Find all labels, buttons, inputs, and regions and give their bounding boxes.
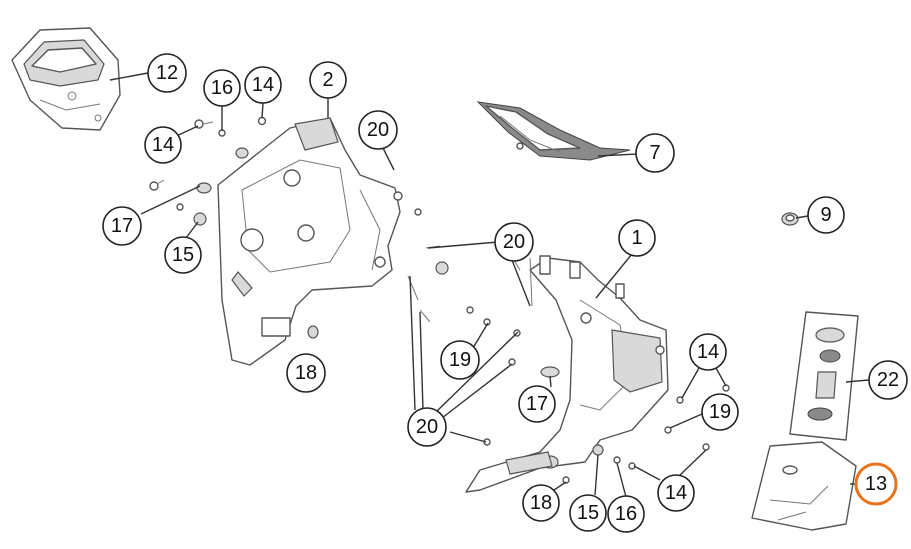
callout-19: 19 — [440, 340, 480, 380]
part-13-lock-housing — [751, 441, 857, 531]
callout-17: 17 — [102, 206, 142, 246]
callout-13-highlighted: 13 — [854, 462, 898, 506]
callout-19: 19 — [701, 393, 739, 431]
callout-label: 12 — [156, 62, 178, 84]
hardware-fasteners — [149, 116, 730, 484]
leader-lines — [109, 72, 870, 498]
callout-16: 16 — [203, 69, 241, 107]
callout-15: 15 — [164, 236, 202, 274]
callout-label: 9 — [820, 204, 831, 226]
part-7-bracket — [476, 101, 631, 161]
callout-15: 15 — [569, 494, 607, 532]
callout-label: 20 — [503, 231, 525, 253]
callout-14: 14 — [244, 66, 282, 104]
callout-label: 17 — [526, 393, 548, 415]
callout-label: 2 — [322, 69, 333, 91]
callout-16: 16 — [607, 495, 645, 533]
part-22-lock-kit — [789, 311, 859, 441]
callout-label: 16 — [211, 77, 233, 99]
callout-label: 19 — [709, 401, 731, 423]
callout-1: 1 — [618, 219, 656, 257]
callout-label: 15 — [577, 502, 599, 524]
part-2-headlight-bracket — [217, 117, 422, 366]
callout-label: 14 — [665, 482, 687, 504]
callout-label: 22 — [877, 369, 899, 391]
callout-20: 20 — [494, 222, 534, 262]
callout-label: 1 — [631, 227, 642, 249]
callout-20: 20 — [358, 110, 398, 150]
callout-12: 12 — [147, 53, 187, 93]
callout-label: 14 — [152, 134, 174, 156]
callout-14: 14 — [689, 333, 727, 371]
callout-7: 7 — [635, 133, 675, 173]
part-9-nut — [781, 212, 799, 226]
callout-label: 16 — [615, 503, 637, 525]
callout-label: 13 — [865, 473, 887, 495]
callout-9: 9 — [807, 196, 845, 234]
callout-label: 18 — [530, 492, 552, 514]
callout-label: 14 — [697, 341, 719, 363]
callout-14: 14 — [144, 126, 182, 164]
callout-17: 17 — [518, 385, 556, 423]
part-1-cockpit-panel — [465, 255, 669, 493]
callout-2: 2 — [309, 61, 347, 99]
callout-22: 22 — [868, 360, 908, 400]
callout-label: 14 — [252, 74, 274, 96]
callout-label: 19 — [449, 349, 471, 371]
callout-18: 18 — [286, 353, 326, 393]
callout-18: 18 — [522, 484, 560, 522]
callout-label: 20 — [416, 416, 438, 438]
callout-label: 15 — [172, 244, 194, 266]
callout-label: 18 — [295, 362, 317, 384]
callouts: 12 16 14 2 20 14 17 15 7 9 20 — [102, 53, 908, 533]
callout-label: 7 — [649, 142, 660, 164]
callout-label: 20 — [367, 119, 389, 141]
callout-20: 20 — [407, 407, 447, 447]
callout-label: 17 — [111, 215, 133, 237]
callout-14: 14 — [657, 474, 695, 512]
part-12-headlight-mask — [11, 27, 121, 131]
